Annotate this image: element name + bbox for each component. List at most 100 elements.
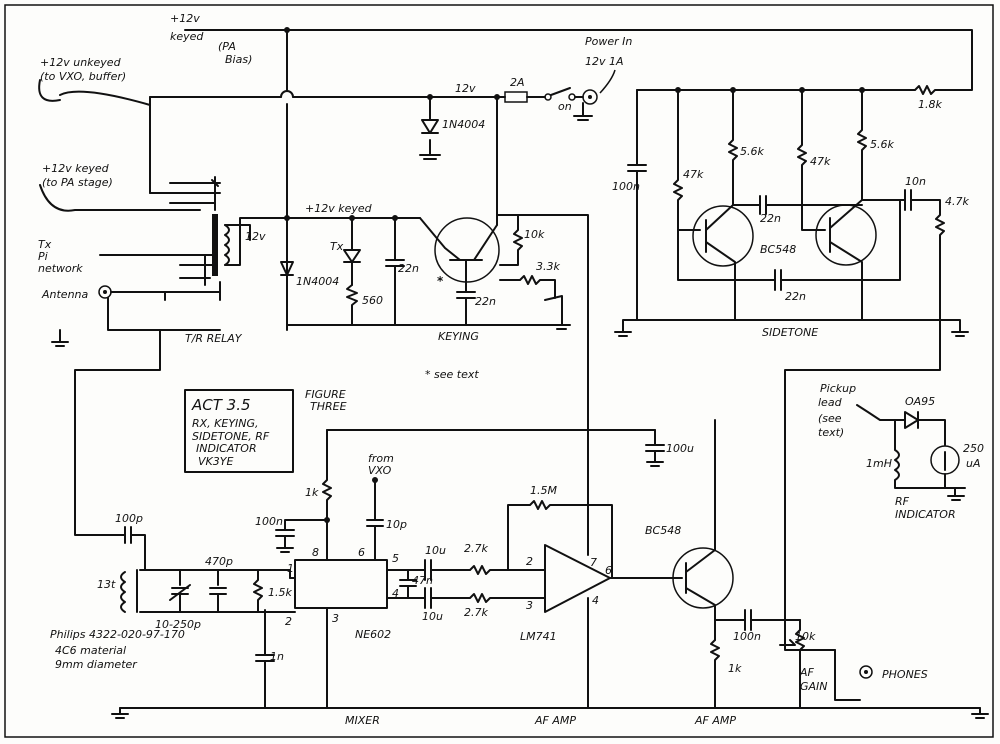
lbl-c22n-b: 22n <box>475 295 496 308</box>
pin-op-2: 2 <box>526 555 533 568</box>
tr-relay <box>51 214 288 536</box>
pin-5: 5 <box>392 552 399 565</box>
lbl-sidetone: SIDETONE <box>762 326 818 339</box>
lbl-c470p: 470p <box>205 555 233 568</box>
lbl-tr-relay: T/R RELAY <box>185 332 243 345</box>
lbl-r5k6-b: 5.6k <box>870 138 894 151</box>
lbl-pickup-3: (see <box>818 412 842 425</box>
title-line-1: ACT 3.5 <box>191 396 251 414</box>
figure-line-2: THREE <box>310 400 347 413</box>
page-border <box>4 4 994 738</box>
lbl-pickup-4: text) <box>818 426 844 439</box>
lbl-r47k-a: 47k <box>683 168 704 181</box>
lbl-keyed-3: (PA <box>218 40 236 53</box>
lbl-c10p: 10p <box>386 518 407 531</box>
lbl-rf-ind-1: RF <box>895 495 910 508</box>
pin-8: 8 <box>312 546 319 559</box>
lbl-c100u: 100u <box>666 442 694 455</box>
lbl-from-vxo-1: from <box>368 452 394 465</box>
lbl-c100n-af: 100n <box>733 630 761 643</box>
lbl-r1k-mix: 1k <box>305 486 319 499</box>
pin-op-4: 4 <box>592 594 599 607</box>
af-amp2-section <box>672 419 873 709</box>
pin-6: 6 <box>358 546 365 559</box>
lbl-pickup-2: lead <box>818 396 843 409</box>
pin-4: 4 <box>392 587 399 600</box>
lbl-pickup-1: Pickup <box>820 382 856 395</box>
lbl-pa-stage-1: +12v keyed <box>42 162 110 175</box>
lbl-pi: Pi <box>38 250 48 263</box>
power-wiring <box>38 27 973 331</box>
pin-op-6: 6 <box>605 564 612 577</box>
lbl-diode1: 1N4004 <box>442 118 485 131</box>
lbl-c100n-mix: 100n <box>255 515 283 528</box>
lbl-star: * <box>437 274 444 288</box>
lbl-r1k-af: 1k <box>728 662 742 675</box>
lbl-keyed-rail: +12v keyed <box>305 202 373 215</box>
ne602-ic <box>294 559 388 609</box>
pin-2: 2 <box>285 615 292 628</box>
keying-section <box>280 214 589 421</box>
rf-indicator-section <box>856 404 966 501</box>
lbl-unkeyed-1: +12v unkeyed <box>40 56 122 69</box>
lbl-bc548-af: BC548 <box>645 524 681 537</box>
lbl-r1k8: 1.8k <box>918 98 942 111</box>
ground-bus <box>111 707 989 719</box>
lbl-c1n: 1n <box>270 650 284 663</box>
power-socket <box>582 89 598 105</box>
lbl-pot: 10k <box>795 630 816 643</box>
lbl-bc548-st: BC548 <box>760 243 796 256</box>
lbl-af-amp2: AF AMP <box>694 714 736 727</box>
lbl-c22n-st-a: 22n <box>760 212 781 225</box>
pin-1: 1 <box>287 562 294 575</box>
title-line-5: VK3YE <box>198 455 233 468</box>
lbl-keyed-1: +12v <box>170 12 200 25</box>
lbl-af-gain-2: GAIN <box>800 680 828 693</box>
lbl-pa-stage-2: (to PA stage) <box>42 176 113 189</box>
lbl-power-12v: 12v 1A <box>585 55 624 68</box>
lbl-r3k3: 3.3k <box>536 260 560 273</box>
lbl-from-vxo-2: VXO <box>368 464 392 477</box>
title-line-2: RX, KEYING, <box>192 417 259 430</box>
lbl-r1m5: 1.5M <box>530 484 557 497</box>
lbl-c22n-st-b: 22n <box>785 290 806 303</box>
lbl-af-amp: AF AMP <box>534 714 576 727</box>
lbl-r560: 560 <box>362 294 383 307</box>
lbl-switch: on <box>558 100 572 113</box>
lbl-fuse: 2A <box>510 76 525 89</box>
lbl-diode2: 1N4004 <box>296 275 339 288</box>
lbl-ne602: NE602 <box>355 628 391 641</box>
lbl-meter-1: 250 <box>963 442 984 455</box>
lbl-c47n: 47n <box>412 574 433 587</box>
lbl-r5k6-a: 5.6k <box>740 145 764 158</box>
lbl-tx: Tx <box>38 238 52 251</box>
lbl-13t: 13t <box>97 578 116 591</box>
lbl-r47k-b: 47k <box>810 155 831 168</box>
lbl-c10u-a: 10u <box>425 544 446 557</box>
lbl-c100p: 100p <box>115 512 143 525</box>
title-line-3: SIDETONE, RF <box>192 430 270 443</box>
lbl-keyed-2: keyed <box>170 30 204 43</box>
pin-3: 3 <box>332 612 339 625</box>
sidetone-transistor-1 <box>692 205 754 267</box>
fuse-2a <box>504 91 528 103</box>
lbl-network: network <box>38 262 83 275</box>
lbl-trimmer: 10-250p <box>155 618 201 631</box>
title-line-4: INDICATOR <box>196 442 257 455</box>
lbl-meter-2: uA <box>966 457 981 470</box>
labels: +12v keyed (PA Bias) +12v unkeyed (to VX… <box>38 12 984 727</box>
lbl-r2k7-b: 2.7k <box>464 606 488 619</box>
core-line-3: 9mm diameter <box>55 658 138 671</box>
lbl-relay-coil: 12v <box>245 230 266 243</box>
lbl-see-text: * see text <box>425 368 479 381</box>
lbl-antenna: Antenna <box>41 288 89 301</box>
lbl-af-gain-1: AF <box>799 666 815 679</box>
pin-op-7: 7 <box>590 556 597 569</box>
lm741-opamp <box>544 544 611 613</box>
pin-op-3: 3 <box>526 599 533 612</box>
af-amp-section <box>386 429 683 709</box>
af-transistor <box>672 547 734 609</box>
lbl-phones: PHONES <box>882 668 928 681</box>
